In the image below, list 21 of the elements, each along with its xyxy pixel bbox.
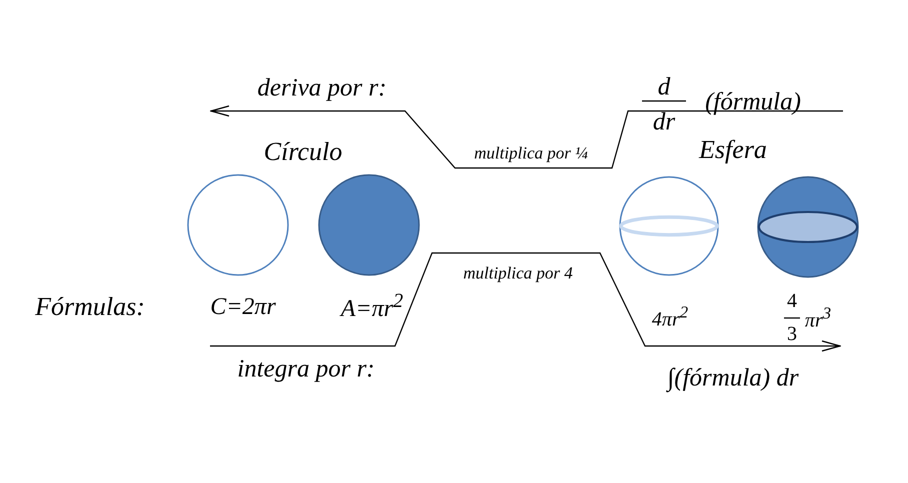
operation-label: multiplica por 4 <box>463 264 573 282</box>
operation-label: integra por r: <box>237 356 375 382</box>
formula-text: 4 <box>787 291 797 311</box>
circle-shape <box>317 173 421 277</box>
operation-label: ∫(fórmula) dr <box>667 366 799 390</box>
formula-text: C=2πr <box>210 295 276 319</box>
shape-title: Esfera <box>699 137 767 163</box>
operation-label: (fórmula) <box>705 90 801 114</box>
derivative-denominator: dr <box>652 110 676 134</box>
formula-text: 4πr$^{2}$ <box>652 304 688 330</box>
sphere-drawing <box>756 175 860 279</box>
row-label: Fórmulas: <box>35 294 145 320</box>
shape-title: Círculo <box>264 139 342 165</box>
formula-text: 3 <box>787 324 797 344</box>
derivative-numerator: d <box>658 74 670 100</box>
operation-label: multiplica por ¼ <box>474 144 588 162</box>
operation-label: deriva por r: <box>257 76 387 100</box>
circle-shape <box>186 173 290 277</box>
sphere-drawing <box>618 175 720 277</box>
formula-text: A=πr$^{2}$ <box>340 291 404 321</box>
formula-text: πr$^{3}$ <box>804 306 832 330</box>
